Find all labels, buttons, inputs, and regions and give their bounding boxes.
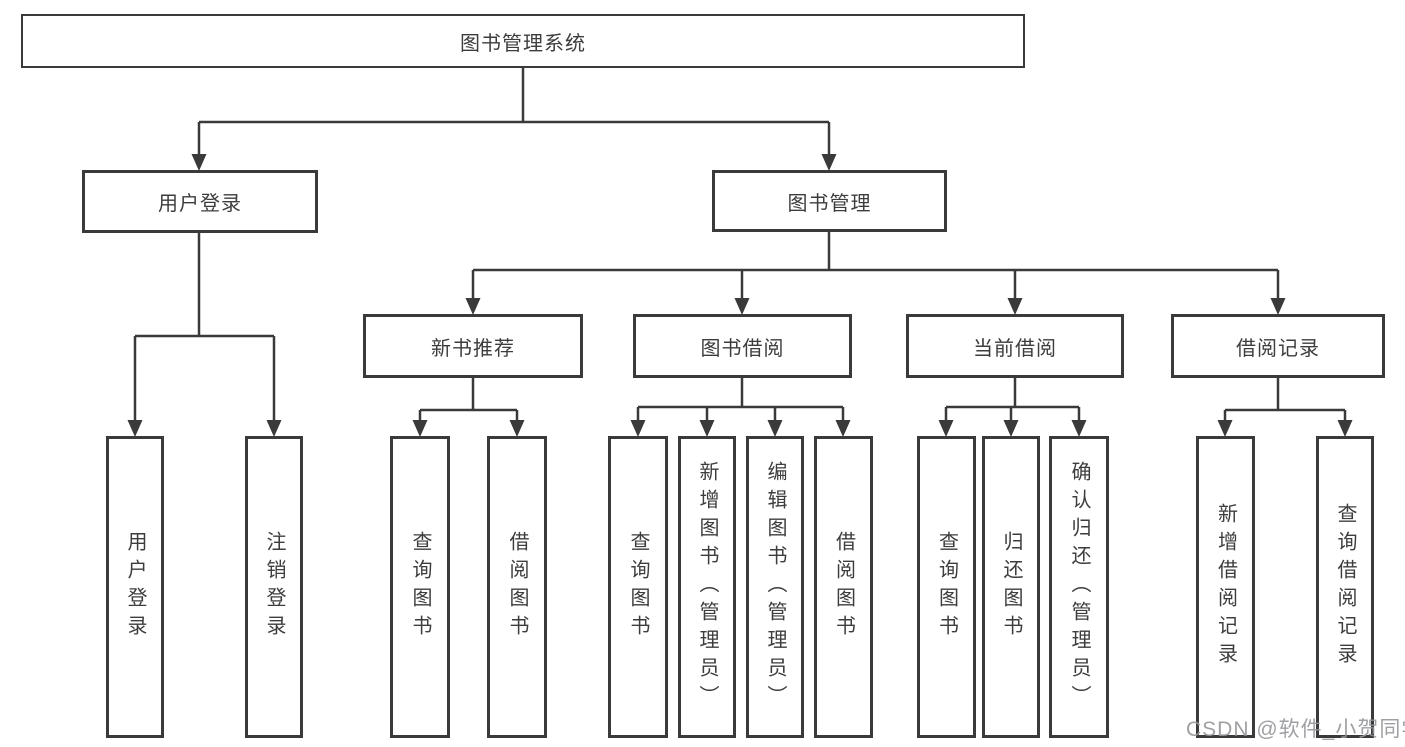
node-new-book-recommend: 新书推荐: [363, 314, 583, 378]
leaf-borrow-books: 借阅图书: [814, 436, 873, 738]
arrowhead-icon: [821, 154, 837, 171]
node-label: 归还图书: [1000, 531, 1022, 643]
arrowhead-icon: [1007, 298, 1023, 315]
leaf-return-book: 归还图书: [982, 436, 1040, 738]
arrowhead-icon: [1071, 420, 1087, 437]
edge-userlogin-to-leaves: [133, 233, 276, 422]
arrowhead-icon: [938, 420, 954, 437]
node-label: 当前借阅: [973, 337, 1057, 360]
arrowheads: [127, 154, 1353, 437]
arrowhead-icon: [1337, 420, 1353, 437]
node-label: 借阅图书: [506, 531, 528, 643]
edge-currentborrow-to-leaves: [944, 378, 1081, 422]
arrowhead-icon: [412, 420, 428, 437]
node-root-library-system: 图书管理系统: [21, 14, 1025, 68]
leaf-borrow-books-recommend: 借阅图书: [487, 436, 547, 738]
arrowhead-icon: [1003, 420, 1019, 437]
edge-bookborrow-to-leaves: [636, 378, 845, 422]
node-label: 查询图书: [627, 531, 649, 643]
leaf-user-login: 用户登录: [106, 436, 164, 738]
leaf-add-borrow-record: 新增借阅记录: [1196, 436, 1255, 738]
node-label: 查询借阅记录: [1334, 503, 1356, 671]
node-label: 图书借阅: [700, 337, 785, 360]
leaf-query-books-current: 查询图书: [917, 436, 976, 738]
node-label: 新增借阅记录: [1214, 503, 1237, 671]
arrowhead-icon: [465, 298, 481, 315]
leaf-query-books-borrow: 查询图书: [608, 436, 668, 738]
node-label: 查询图书: [409, 531, 431, 643]
arrowhead-icon: [835, 420, 851, 437]
leaf-add-book-admin: 新增图书（管理员）: [678, 436, 736, 738]
node-label: 借阅记录: [1236, 337, 1320, 360]
node-label: 确认归还（管理员）: [1068, 461, 1090, 713]
arrowhead-icon: [734, 298, 750, 315]
arrowhead-icon: [1217, 420, 1233, 437]
arrowhead-icon: [1270, 298, 1286, 315]
node-book-management: 图书管理: [712, 170, 947, 232]
leaf-query-books-recommend: 查询图书: [390, 436, 450, 738]
arrowhead-icon: [509, 420, 525, 437]
arrowhead-icon: [191, 154, 207, 171]
arrowhead-icon: [767, 420, 783, 437]
node-label: 编辑图书（管理员）: [764, 461, 786, 713]
edge-newbook-to-leaves: [418, 378, 519, 422]
node-label: 图书管理: [787, 192, 872, 215]
node-label: 注销登录: [263, 531, 285, 643]
leaf-confirm-return-admin: 确认归还（管理员）: [1049, 436, 1109, 738]
node-label: 用户登录: [124, 531, 146, 643]
arrowhead-icon: [630, 420, 646, 437]
node-current-borrow: 当前借阅: [906, 314, 1124, 378]
edge-root-to-level2: [197, 68, 831, 156]
node-book-borrow: 图书借阅: [633, 314, 852, 378]
csdn-watermark: CSDN @软件_小贺同学: [1186, 718, 1405, 741]
node-label: 借阅图书: [832, 531, 855, 643]
node-user-login: 用户登录: [82, 170, 318, 233]
node-label: 新书推荐: [431, 337, 515, 360]
leaf-edit-book-admin: 编辑图书（管理员）: [746, 436, 804, 738]
leaf-logout: 注销登录: [245, 436, 303, 738]
node-label: 新增图书（管理员）: [696, 461, 718, 713]
node-label: 查询图书: [935, 531, 958, 643]
arrowhead-icon: [266, 420, 282, 437]
arrowhead-icon: [127, 420, 143, 437]
node-label: 用户登录: [158, 193, 242, 215]
node-label: 图书管理系统: [460, 32, 586, 55]
edge-bookmgmt-to-level3: [471, 232, 1280, 300]
arrowhead-icon: [699, 420, 715, 437]
node-borrow-records: 借阅记录: [1171, 314, 1385, 378]
edge-borrowrecords-to-leaves: [1223, 378, 1347, 422]
leaf-query-borrow-record: 查询借阅记录: [1316, 436, 1374, 738]
